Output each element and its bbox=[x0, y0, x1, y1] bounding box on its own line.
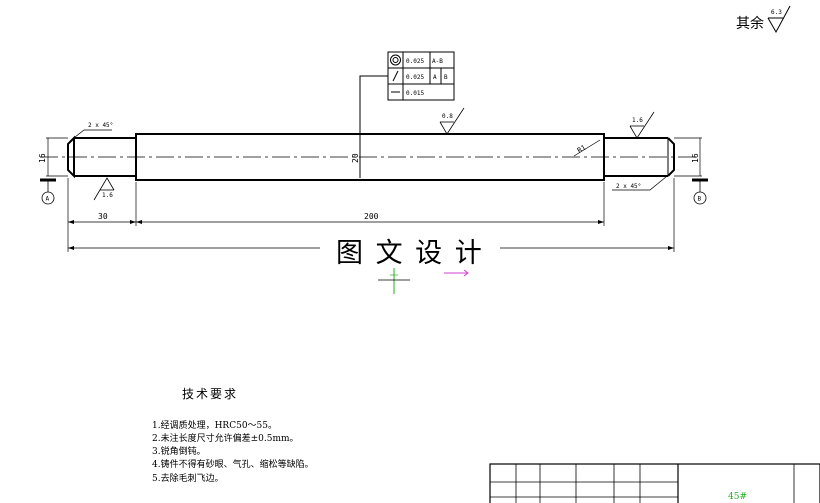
right-diameter-label: 16 bbox=[691, 153, 700, 163]
middle-length-label: 200 bbox=[364, 212, 379, 221]
datum-b-marker: B bbox=[692, 178, 708, 205]
magenta-arrow-mark bbox=[444, 269, 469, 277]
requirements-title: 技术要求 bbox=[182, 387, 238, 401]
right-diameter-dimension: 16 bbox=[674, 137, 702, 177]
general-roughness-note: 其余 6.3 bbox=[736, 5, 791, 34]
fillet-callout: R1 bbox=[573, 139, 601, 157]
datum-a-marker: A bbox=[40, 178, 56, 205]
overall-length-dimension bbox=[68, 246, 674, 250]
roughness-left-label: 1.6 bbox=[102, 192, 113, 199]
datum-b-label: B bbox=[698, 196, 702, 203]
other-surfaces-label: 其余 bbox=[736, 15, 764, 32]
requirement-item-1: 1.经调质处理，HRC50～55。 bbox=[152, 419, 277, 431]
shaft-outline bbox=[67, 133, 675, 181]
middle-length-dimension: 200 bbox=[136, 212, 604, 224]
roughness-right-label: 1.6 bbox=[632, 117, 643, 124]
requirement-item-5: 5.去除毛刺飞边。 bbox=[152, 472, 224, 484]
roughness-mid-label: 0.8 bbox=[442, 113, 453, 120]
left-step-length-dimension: 30 bbox=[68, 212, 136, 224]
roughness-symbol-icon bbox=[767, 5, 791, 34]
fillet-label: R1 bbox=[576, 144, 587, 155]
crosshair-cursor bbox=[378, 268, 410, 294]
roughness-value: 6.3 bbox=[771, 9, 782, 16]
watermark-text: 图 文 设 计 bbox=[336, 238, 484, 269]
roughness-mark-left: 1.6 bbox=[93, 177, 115, 201]
tolerance-value-3: 0.015 bbox=[406, 90, 424, 97]
tolerance-value-1: 0.025 bbox=[406, 58, 424, 65]
left-chamfer-callout: 2 x 45° bbox=[69, 122, 113, 142]
requirement-item-4: 4.铸件不得有砂眼、气孔、缩松等缺陷。 bbox=[152, 458, 314, 470]
requirement-item-3: 3.锐角倒钝。 bbox=[152, 445, 206, 457]
left-step-length-label: 30 bbox=[98, 212, 108, 221]
tolerance-leader bbox=[359, 75, 388, 178]
left-diameter-dimension: 16 bbox=[38, 137, 68, 177]
tolerance-datum-2b: B bbox=[444, 74, 448, 81]
roughness-mark-right: 1.6 bbox=[629, 111, 655, 139]
technical-requirements: 技术要求 1.经调质处理，HRC50～55。 2.未注长度尺寸允许偏差±0.5m… bbox=[152, 387, 314, 484]
circular-runout-icon bbox=[390, 54, 401, 66]
material-label: 45# bbox=[728, 492, 747, 502]
tolerance-datum-1: A-B bbox=[432, 58, 443, 65]
tolerance-frame: 0.025 A-B 0.025 A B 0.015 bbox=[359, 51, 455, 178]
right-chamfer-callout: 2 x 45° bbox=[612, 171, 673, 191]
left-diameter-label: 16 bbox=[38, 153, 47, 163]
roughness-mark-mid: 0.8 bbox=[439, 107, 465, 135]
title-block bbox=[489, 463, 820, 503]
requirement-item-2: 2.未注长度尺寸允许偏差±0.5mm。 bbox=[152, 432, 299, 444]
length-extension-lines bbox=[67, 178, 675, 252]
tolerance-value-2: 0.025 bbox=[406, 74, 424, 81]
datum-a-label: A bbox=[46, 196, 50, 203]
left-chamfer-label: 2 x 45° bbox=[88, 122, 113, 129]
middle-diameter-label: 20 bbox=[351, 153, 360, 163]
runout-icon bbox=[392, 70, 399, 82]
middle-diameter-dimension: 20 bbox=[351, 153, 360, 163]
tolerance-datum-2: A bbox=[433, 74, 437, 81]
right-chamfer-label: 2 x 45° bbox=[616, 183, 641, 190]
